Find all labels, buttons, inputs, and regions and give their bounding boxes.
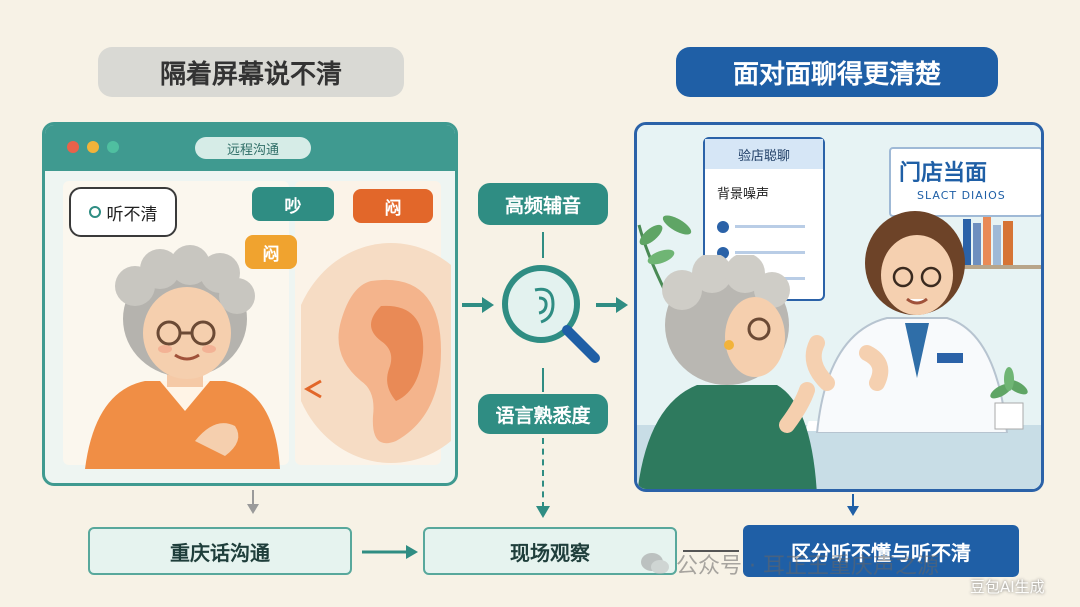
bookshelf-illustration	[959, 217, 1041, 269]
speech-bubble-text: 听不清	[106, 204, 158, 225]
onsite-observation-box: 现场观察	[423, 527, 677, 575]
dashed-connector	[542, 438, 544, 508]
window-titlebar: 远程沟通	[45, 125, 455, 171]
left-title: 隔着屏幕说不清	[98, 47, 404, 97]
watermark: 公众号 · 耳正王重庆声之源	[640, 548, 939, 580]
speech-bubble: 听不清	[69, 187, 177, 237]
arrow-down-icon	[847, 494, 859, 516]
ai-generated-tag: 豆包AI生成	[970, 578, 1045, 596]
right-title: 面对面聊得更清楚	[676, 47, 998, 97]
close-dot-icon	[67, 141, 79, 153]
wechat-icon	[641, 553, 669, 574]
in-person-panel: 验店聪聊 背景噪声 门店当面 SLACT DIAIOS	[634, 122, 1044, 492]
ear-illustration	[301, 243, 451, 463]
noise-bubble-2: 闷	[353, 189, 433, 223]
info-card-rule	[735, 225, 805, 228]
remote-panel: 远程沟通 听不清 吵 闷 闷	[42, 122, 458, 486]
bubble-dot-icon	[88, 206, 101, 218]
connector-top	[542, 232, 544, 258]
info-card-title: 验店聪聊	[705, 139, 823, 169]
maximize-dot-icon	[107, 141, 119, 153]
window-label: 远程沟通	[195, 137, 311, 159]
elderly-woman-illustration	[85, 245, 280, 469]
noise-bubble-1: 吵	[252, 187, 334, 221]
elderly-patient-illustration	[637, 255, 817, 489]
magnifier-ear-icon	[502, 265, 600, 363]
info-card-rule	[735, 251, 805, 254]
connector-line	[683, 550, 739, 552]
arrow-right-icon	[596, 297, 628, 313]
noise-bubble-3: 闷	[245, 235, 297, 269]
arrow-right-icon	[462, 297, 494, 313]
language-familiarity-label: 语言熟悉度	[478, 394, 608, 434]
watermark-account: 公众号 · 耳正王重庆声之源	[676, 554, 939, 579]
high-frequency-label: 高频辅音	[478, 183, 608, 225]
store-sign-subtitle: SLACT DIAIOS	[917, 189, 1006, 202]
arrow-down-icon	[536, 506, 550, 518]
connector-bottom	[542, 368, 544, 392]
arrow-right-icon	[362, 545, 418, 559]
store-sign-title: 门店当面	[899, 161, 988, 186]
store-sign: 门店当面 SLACT DIAIOS	[889, 147, 1041, 217]
distinguish-box: 区分听不懂与听不清	[743, 525, 1019, 577]
chongqing-dialect-box: 重庆话沟通	[88, 527, 352, 575]
doctor-illustration	[805, 211, 1009, 433]
arrow-down-icon	[247, 490, 259, 514]
info-card-line: 背景噪声	[717, 187, 770, 202]
check-icon	[717, 221, 729, 233]
minimize-dot-icon	[87, 141, 99, 153]
potted-plant-icon	[990, 367, 1028, 430]
